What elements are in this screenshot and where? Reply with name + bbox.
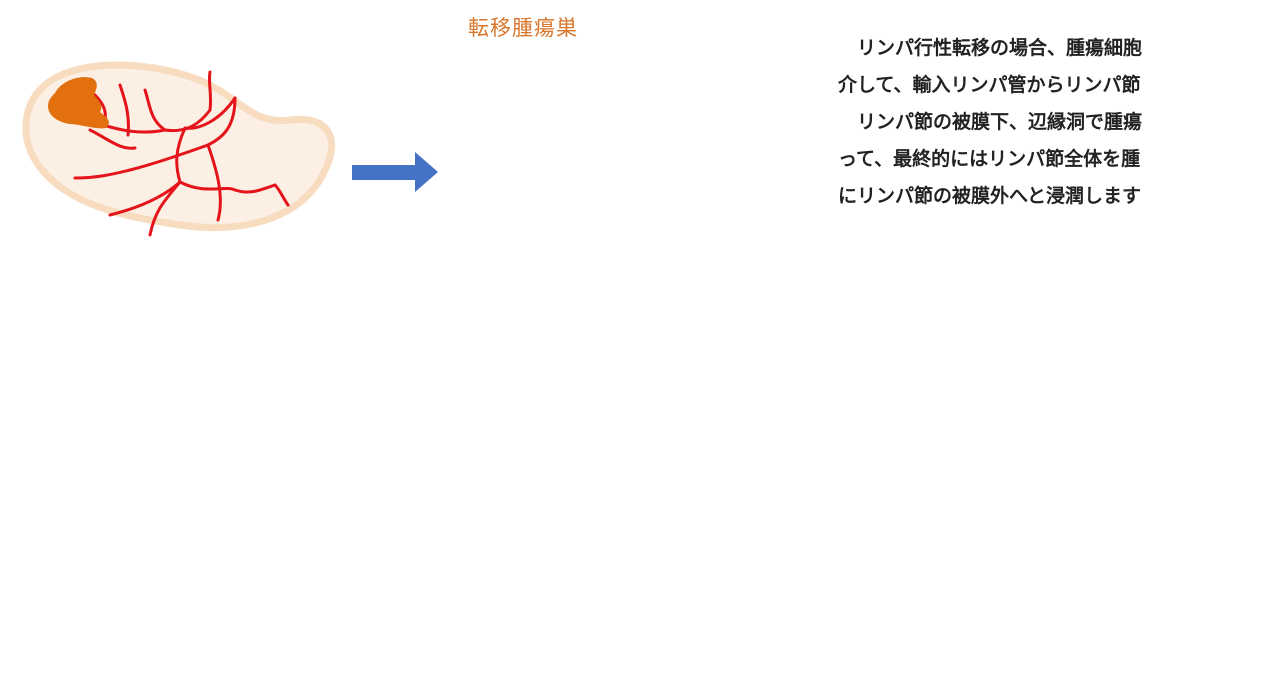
description-line: リンパ節の被膜下、辺縁洞で腫瘍: [838, 104, 1277, 141]
description-line: って、最終的にはリンパ節全体を腫: [838, 141, 1277, 178]
description-text: リンパ行性転移の場合、腫瘍細胞 介して、輸入リンパ管からリンパ節 リンパ節の被膜…: [838, 30, 1277, 215]
description-line: 介して、輸入リンパ管からリンパ節: [838, 67, 1277, 104]
description-line: リンパ行性転移の場合、腫瘍細胞: [838, 30, 1277, 67]
metastasis-nest-caption: 転移腫瘍巣: [468, 12, 578, 42]
stage-1-lymph-node: [26, 65, 332, 235]
arrow-stage1-to-stage2: [352, 152, 438, 192]
description-line: にリンパ節の被膜外へと浸潤します: [838, 178, 1277, 215]
